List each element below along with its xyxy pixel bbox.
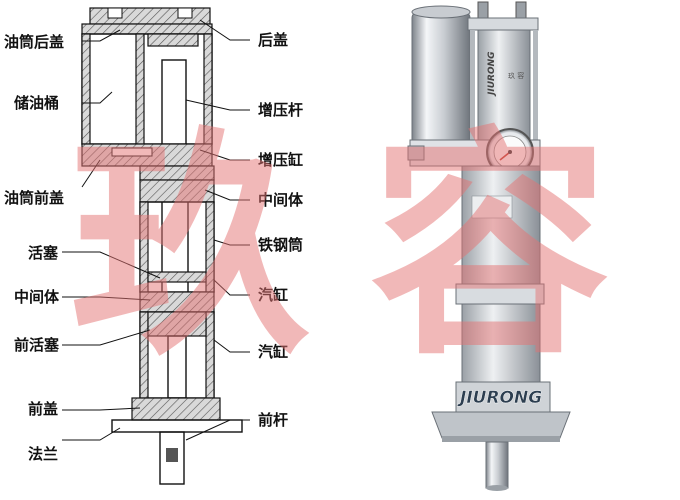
front-rod-section (159, 431, 185, 485)
label-oil-tank-front-cover: 油筒前盖 (4, 189, 64, 207)
label-booster-rod: 增压杆 (258, 101, 303, 119)
leader-lines-right (185, 19, 250, 441)
label-flange: 法兰 (28, 445, 58, 463)
label-front-rod: 前杆 (258, 411, 288, 429)
label-middle-body-left: 中间体 (14, 288, 60, 306)
product-flange (431, 411, 571, 439)
top-fitting-left (477, 1, 489, 21)
product-illustration: JIURONG 玖 容 JIURONG (407, 1, 571, 491)
labels-left: 油筒后盖 储油桶 油筒前盖 活塞 中间体 前活塞 前盖 法兰 (4, 33, 64, 463)
label-oil-reservoir: 储油桶 (14, 94, 59, 112)
label-rear-cover: 后盖 (258, 31, 288, 49)
watermark-char-1: 玖 (70, 105, 310, 387)
watermark-char-2: 容 (370, 105, 610, 387)
brand-plate: JIURONG (457, 388, 542, 408)
oil-tank-rear-cap (81, 23, 213, 35)
watermark: 玖 容 (70, 105, 610, 387)
flange-section (111, 419, 243, 433)
brand-vertical: JIURONG (487, 51, 497, 97)
air-cylinder-lower (461, 303, 541, 393)
labels-right: 后盖 增压杆 增压缸 中间体 铁钢筒 汽缸 汽缸 前杆 (258, 31, 304, 429)
label-front-piston: 前活塞 (14, 336, 60, 354)
label-booster-cylinder: 增压缸 (258, 151, 303, 169)
air-cylinder-upper (461, 165, 541, 285)
top-fitting-right (515, 1, 527, 21)
label-piston: 活塞 (28, 244, 59, 262)
piston-section (147, 271, 207, 283)
label-air-cylinder-1: 汽缸 (258, 286, 288, 304)
booster-cylinder-body (477, 29, 531, 149)
product-front-rod (485, 441, 509, 489)
nameplate-text: 玖 容 (508, 71, 524, 80)
label-middle-body-right: 中间体 (258, 191, 304, 209)
label-steel-tube: 铁钢筒 (258, 236, 303, 254)
label-oil-tank-rear-cover: 油筒后盖 (4, 33, 64, 51)
label-front-cover: 前盖 (28, 400, 58, 418)
cross-section-drawing (81, 7, 243, 485)
leader-lines-left (62, 29, 161, 441)
label-air-cylinder-2: 汽缸 (258, 343, 288, 361)
front-cover-section (131, 397, 221, 421)
